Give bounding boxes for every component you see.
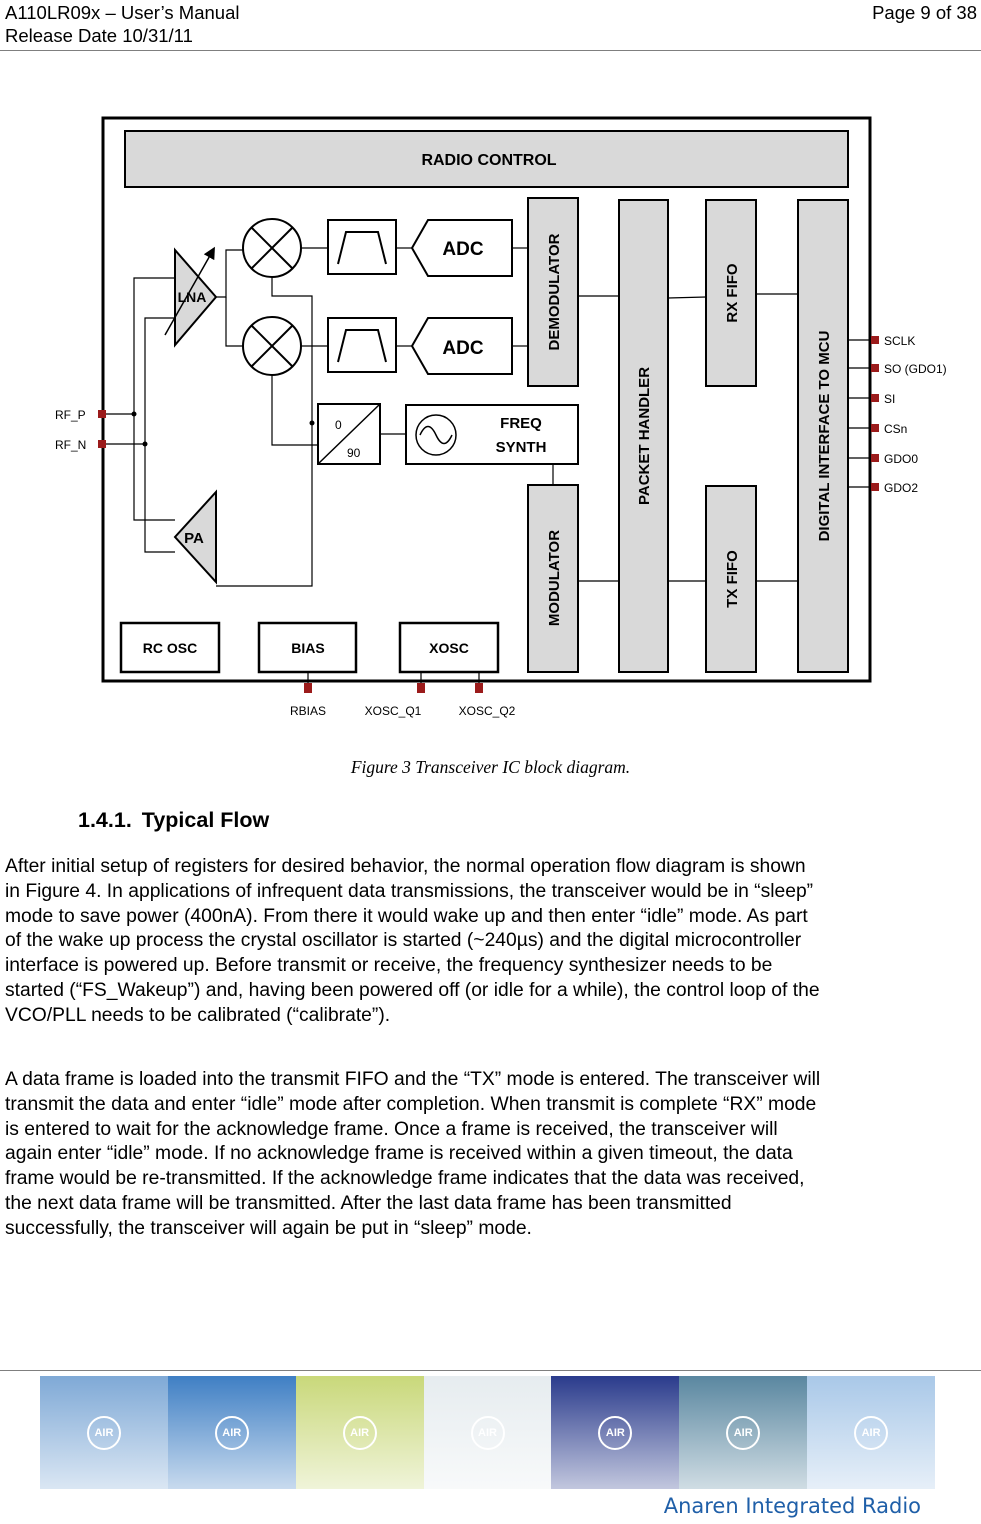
air-logo-icon: AIR [470, 1415, 505, 1450]
freq-synth-block: FREQ SYNTH [405, 404, 579, 465]
rx-fifo-block: RX FIFO [705, 199, 757, 387]
tx-fifo-block: TX FIFO [705, 485, 757, 673]
paragraph-line: VCO/PLL needs to be calibrated (“calibra… [5, 1004, 391, 1026]
packet-handler-block: PACKET HANDLER [618, 199, 669, 673]
signal-wires [106, 247, 875, 587]
bias-label: BIAS [291, 640, 324, 656]
release-date: Release Date 10/31/11 [5, 25, 193, 46]
pa-amplifier: PA [173, 489, 217, 585]
filter-bottom [327, 317, 397, 373]
junction-dots [131, 411, 315, 447]
digital-interface-block: DIGITAL INTERFACE TO MCU [797, 199, 849, 673]
air-logo-icon: AIR [342, 1415, 377, 1450]
paragraph-line: is entered to wait for the acknowledge f… [5, 1118, 778, 1140]
banner-tile: AIR [167, 1376, 296, 1489]
paragraph-line: the next data frame will be transmitted.… [5, 1192, 732, 1214]
radio-control-block: RADIO CONTROL [124, 130, 849, 188]
xosc-label: XOSC [429, 640, 469, 656]
banner-tile: AIR [679, 1376, 808, 1489]
paragraph-2: A data frame is loaded into the transmit… [5, 1068, 977, 1242]
paragraph-line: mode to save power (400nA). From there i… [5, 905, 808, 927]
air-logo-icon: AIR [726, 1415, 761, 1450]
air-logo-icon: AIR [598, 1415, 633, 1450]
header-left: A110LR09x – User’s Manual Release Date 1… [5, 1, 239, 47]
paragraph-line: in Figure 4. In applications of infreque… [5, 880, 814, 902]
bias-block: BIAS [257, 621, 358, 674]
adc-bottom-label: ADC [442, 338, 483, 359]
transceiver-block-diagram: RADIO CONTROL [55, 116, 947, 718]
air-logo-icon: AIR [214, 1415, 249, 1450]
paragraph-line: started (“FS_Wakeup”) and, having been p… [5, 979, 820, 1001]
packet-handler-label: PACKET HANDLER [636, 367, 653, 505]
pins-right: SCLK SO (GDO1) SI CSn GDO0 GDO2 [871, 334, 947, 495]
pin-rf-n: RF_N [55, 438, 86, 452]
paragraph-line: A data frame is loaded into the transmit… [5, 1069, 821, 1090]
footer-banner: AIR AIR AIR AIR AIR AIR AIR [40, 1376, 936, 1489]
adc-top-block: ADC [410, 219, 513, 277]
page-header: A110LR09x – User’s Manual Release Date 1… [0, 0, 981, 51]
pin-rf-p: RF_P [55, 408, 86, 422]
paragraph-1: After initial setup of registers for des… [5, 855, 977, 1029]
paragraph-line: successfully, the transceiver will again… [5, 1217, 532, 1239]
paragraph-line: interface is powered up. Before transmit… [5, 955, 773, 977]
banner-tile: AIR [807, 1376, 936, 1489]
radio-control-label: RADIO CONTROL [421, 152, 556, 169]
pin-rbias: RBIAS [290, 704, 326, 718]
rc-osc-block: RC OSC [119, 621, 221, 674]
digital-interface-label: DIGITAL INTERFACE TO MCU [816, 331, 833, 542]
banner-tile: AIR [40, 1376, 168, 1489]
air-logo-icon: AIR [86, 1415, 121, 1450]
brand-name: Anaren Integrated Radio [663, 1494, 921, 1518]
pins-bottom: RBIAS XOSC_Q1 XOSC_Q2 [290, 672, 516, 718]
pin-so-gdo1: SO (GDO1) [884, 362, 947, 376]
pa-label: PA [184, 530, 204, 547]
rc-osc-label: RC OSC [143, 640, 197, 656]
demodulator-block: DEMODULATOR [527, 197, 579, 387]
mixer-bottom [242, 316, 302, 376]
banner-tile: AIR [551, 1376, 680, 1489]
freq-synth-label-1: FREQ [500, 415, 542, 432]
section-heading: 1.4.1. Typical Flow [78, 808, 279, 833]
pin-csn: CSn [884, 422, 907, 436]
paragraph-line: again enter “idle” mode. If no acknowled… [5, 1143, 793, 1165]
xosc-block: XOSC [398, 621, 500, 674]
pin-xosc-q2: XOSC_Q2 [459, 704, 516, 718]
banner-tile: AIR [295, 1376, 424, 1489]
pin-gdo0: GDO0 [884, 452, 918, 466]
phase-splitter: 0 90 [317, 403, 381, 465]
pin-xosc-q1: XOSC_Q1 [365, 704, 422, 718]
mixer-top [242, 218, 302, 278]
pin-gdo2: GDO2 [884, 481, 918, 495]
modulator-block: MODULATOR [527, 484, 579, 673]
modulator-label: MODULATOR [546, 530, 563, 626]
section-number: 1.4.1. [78, 808, 132, 832]
pin-sclk: SCLK [884, 334, 915, 348]
demodulator-label: DEMODULATOR [546, 233, 563, 350]
figure-caption: Figure 3 Transceiver IC block diagram. [350, 757, 631, 777]
page-number: Page 9 of 38 [872, 2, 977, 23]
lna-label: LNA [178, 289, 207, 305]
section-title: Typical Flow [141, 808, 270, 832]
filter-top [327, 219, 397, 275]
phase-90-label: 90 [347, 446, 361, 460]
freq-synth-label-2: SYNTH [496, 439, 547, 456]
tx-fifo-label: TX FIFO [724, 550, 741, 608]
lna-amplifier: LNA [164, 246, 218, 348]
pin-si: SI [884, 392, 895, 406]
air-logo-icon: AIR [854, 1415, 889, 1450]
paragraph-line: After initial setup of registers for des… [5, 856, 806, 877]
pins-left: RF_P RF_N [55, 408, 106, 452]
paragraph-line: transmit the data and enter “idle” mode … [5, 1093, 817, 1115]
paragraph-line: frame would be re-transmitted. If the ac… [5, 1168, 805, 1190]
page-footer: AIR AIR AIR AIR AIR AIR AIR Anaren Integ… [0, 1370, 981, 1524]
adc-bottom-block: ADC [410, 317, 513, 375]
phase-0-label: 0 [335, 418, 342, 432]
adc-top-label: ADC [442, 239, 483, 260]
doc-title: A110LR09x – User’s Manual [5, 2, 240, 23]
paragraph-line: of the wake up process the crystal oscil… [5, 930, 802, 952]
banner-tile: AIR [423, 1376, 552, 1489]
rx-fifo-label: RX FIFO [724, 263, 741, 322]
